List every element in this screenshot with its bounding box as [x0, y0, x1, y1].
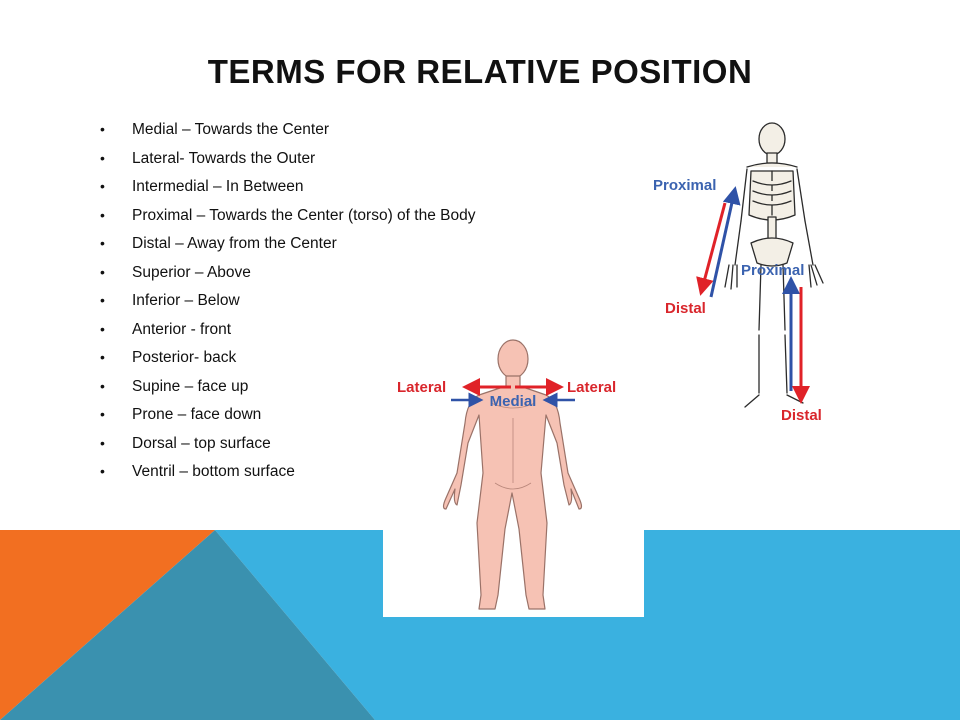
list-item-text: Distal – Away from the Center — [132, 235, 337, 252]
list-item: • Supine – face up — [100, 372, 475, 401]
list-item-text: Posterior- back — [132, 349, 237, 366]
body-detail-lines — [490, 402, 536, 490]
list-item-text: Anterior - front — [132, 320, 232, 338]
list-item-text: Supine – face up — [132, 377, 249, 395]
teal-band — [0, 530, 375, 720]
slide-title: TERMS FOR RELATIVE POSITION — [207, 53, 753, 90]
bullet-marker: • — [100, 206, 105, 223]
list-item: • Superior – Above — [100, 258, 475, 287]
body-silhouette — [442, 339, 583, 610]
list-item-text: Intermedial – In Between — [132, 178, 304, 195]
skeleton-image: Proximal Distal Proximal Distal — [645, 115, 860, 435]
list-item-text: Inferior – Below — [132, 292, 240, 309]
bullet-marker: • — [100, 121, 105, 137]
list-item-text: Proximal – Towards the Center (torso) of… — [132, 206, 476, 224]
list-item: • Intermedial – In Between — [100, 172, 475, 201]
label-proximal-leg: Proximal — [741, 262, 804, 279]
list-item: • Ventril – bottom surface — [100, 457, 475, 486]
list-item-text: Dorsal – top surface — [132, 434, 271, 452]
label-distal-arm: Distal — [665, 300, 706, 317]
bullet-marker: • — [100, 434, 105, 451]
bullet-marker: • — [100, 320, 105, 337]
bullet-marker: • — [100, 263, 105, 280]
list-item: • Inferior – Below — [100, 286, 475, 315]
arm-proximal-arrow — [709, 186, 741, 298]
bullet-list: • Medial – Towards the Center • Lateral- T… — [100, 115, 475, 486]
label-proximal-arm: Proximal — [653, 177, 716, 194]
list-item: • Proximal – Towards the Center (torso) o… — [100, 201, 475, 230]
list-item: • Distal – Away from the Center — [100, 229, 475, 258]
bullet-marker: • — [100, 463, 105, 479]
list-item: • Anterior - front — [100, 315, 475, 344]
list-item: • Dorsal – top surface — [100, 429, 475, 458]
bullet-marker: • — [100, 292, 105, 308]
list-item: • Posterior- back — [100, 343, 475, 372]
list-item: • Medial – Towards the Center — [100, 115, 475, 144]
list-item-text: Ventril – bottom surface — [132, 463, 295, 480]
list-item: • Prone – face down — [100, 400, 475, 429]
bullet-marker: • — [100, 349, 105, 365]
human-body-image: Lateral Medial Lateral — [383, 333, 644, 617]
arm-distal-arrow — [696, 202, 727, 296]
orange-band — [0, 530, 215, 720]
list-item-text: Superior – Above — [132, 263, 251, 281]
label-medial: Medial — [490, 393, 537, 410]
label-lateral-right: Lateral — [567, 379, 616, 396]
list-item: • Lateral- Towards the Outer — [100, 144, 475, 173]
bullet-marker: • — [100, 178, 105, 194]
label-lateral-left: Lateral — [397, 379, 446, 396]
bullet-marker: • — [100, 406, 105, 422]
label-distal-leg: Distal — [781, 407, 822, 424]
list-item-text: Medial – Towards the Center — [132, 121, 330, 138]
skeleton-bones — [724, 122, 824, 408]
bullet-marker: • — [100, 235, 105, 251]
bullet-marker: • — [100, 377, 105, 394]
bullet-marker: • — [100, 149, 105, 166]
list-item-text: Lateral- Towards the Outer — [132, 149, 316, 167]
list-item-text: Prone – face down — [132, 406, 262, 423]
